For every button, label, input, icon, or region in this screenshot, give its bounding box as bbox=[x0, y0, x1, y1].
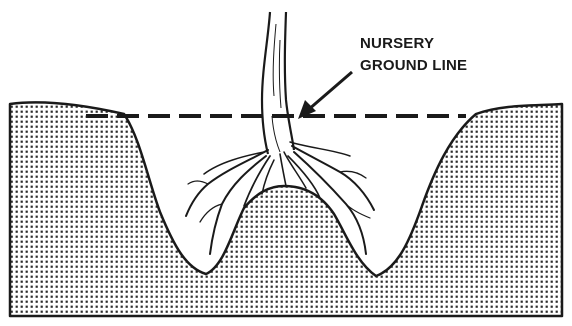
callout-label-line2: GROUND LINE bbox=[360, 57, 467, 74]
callout-label-line1: NURSERY bbox=[360, 35, 434, 52]
